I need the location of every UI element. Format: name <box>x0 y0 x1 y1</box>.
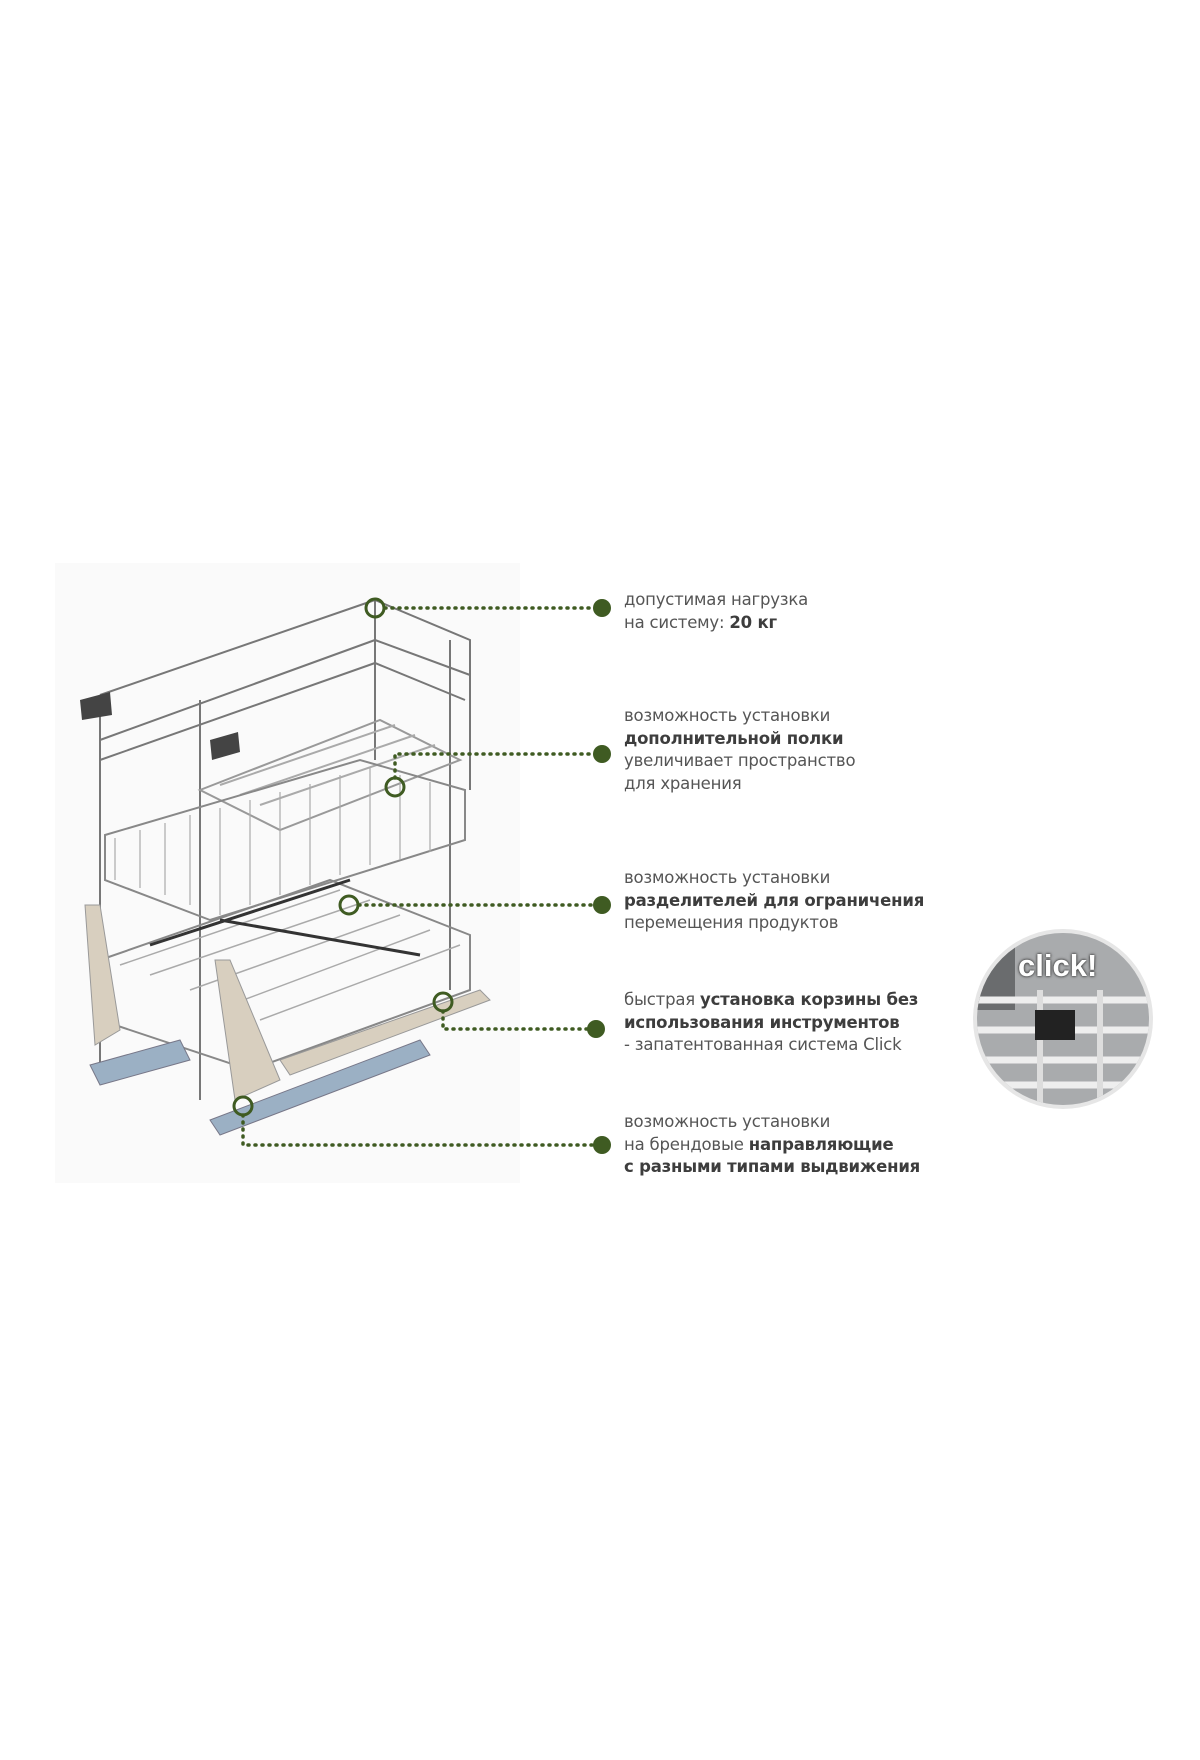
feature-text: перемещения продуктов <box>624 913 839 932</box>
feature-text: возможность установки <box>624 706 831 725</box>
feature-text: возможность установки <box>624 868 831 887</box>
mounting-brackets <box>80 692 491 1136</box>
callout-lines <box>241 606 600 1147</box>
feature-branded-runners: возможность установки на брендовые напра… <box>624 1111 920 1179</box>
feature-load-capacity: допустимая нагрузка на систему: 20 кг <box>624 589 808 634</box>
feature-highlight: дополнительной полки <box>624 728 844 748</box>
feature-highlight: 20 кг <box>729 612 777 632</box>
feature-highlight: с разными типами выдвижения <box>624 1157 921 1176</box>
feature-text: быстрая <box>624 990 701 1009</box>
feature-tool-free-install: быстрая установка корзины без использова… <box>624 989 918 1057</box>
feature-text: на систему: <box>624 612 730 632</box>
callout-rings <box>232 597 454 1117</box>
feature-highlight: использования инструментов <box>624 1012 900 1032</box>
click-inset-label: click! <box>1018 948 1098 983</box>
feature-highlight: разделителей для ограничения <box>624 890 925 910</box>
feature-text: на брендовые <box>624 1134 749 1154</box>
feature-text: возможность установки <box>624 1112 831 1131</box>
feature-text: увеличивает пространство <box>624 751 856 770</box>
feature-text: - запатентованная система Click <box>624 1035 902 1054</box>
feature-text: допустимая нагрузка <box>624 590 809 609</box>
feature-extra-shelf: возможность установки дополнительной пол… <box>624 705 856 795</box>
callout-dots <box>587 599 611 1154</box>
feature-highlight: установка корзины без <box>700 990 919 1009</box>
feature-highlight: направляющие <box>748 1134 894 1154</box>
feature-dividers: возможность установки разделителей для о… <box>624 867 924 935</box>
feature-text: для хранения <box>624 773 742 793</box>
